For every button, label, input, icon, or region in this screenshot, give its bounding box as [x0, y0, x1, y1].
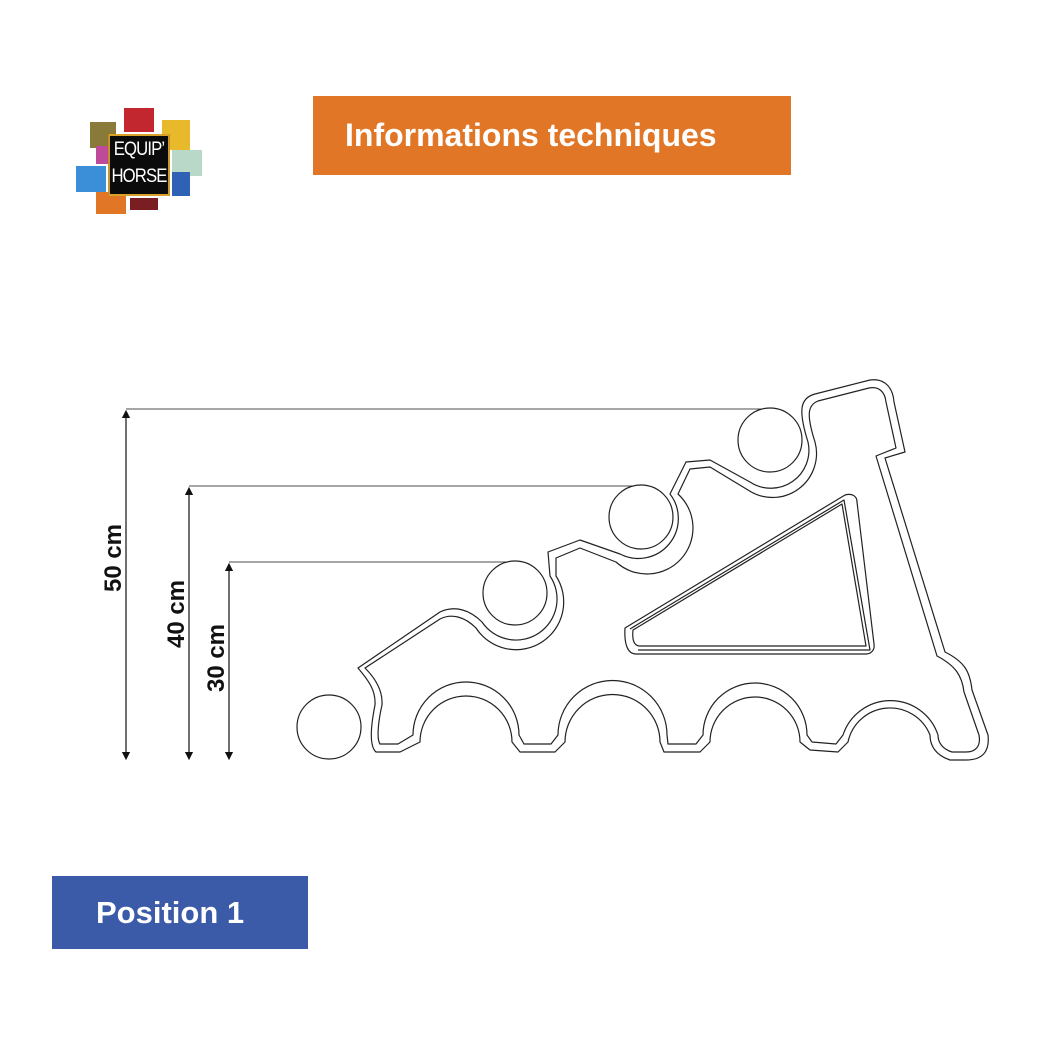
dimension-label-30: 30 cm [203, 624, 230, 692]
logo-square [172, 172, 190, 196]
dimension-label-50: 50 cm [100, 524, 127, 592]
logo-square [172, 150, 202, 176]
bar-circle-base [296, 694, 362, 760]
bar-circle-30 [482, 560, 548, 626]
dimension-arrows [121, 409, 234, 761]
saddle-rack-outline [357, 379, 989, 761]
logo-square [124, 108, 154, 132]
bar-circle-40 [608, 484, 674, 550]
position-label: Position 1 [96, 894, 245, 930]
logo-square [96, 192, 126, 214]
header-title: Informations techniques [345, 117, 717, 153]
logo-square [76, 166, 106, 192]
logo-square [130, 198, 158, 210]
logo-square [96, 146, 110, 164]
dimension-leaders [126, 408, 770, 563]
bar-circle-50 [737, 407, 803, 473]
position-banner: Position 1 [52, 876, 308, 949]
equip-horse-logo: EQUIP’ HORSE [76, 108, 202, 216]
dimension-label-40: 40 cm [163, 580, 190, 648]
header-banner: Informations techniques [313, 96, 791, 175]
bar-positions [296, 407, 803, 760]
logo-wordmark: EQUIP’ HORSE [108, 134, 170, 196]
